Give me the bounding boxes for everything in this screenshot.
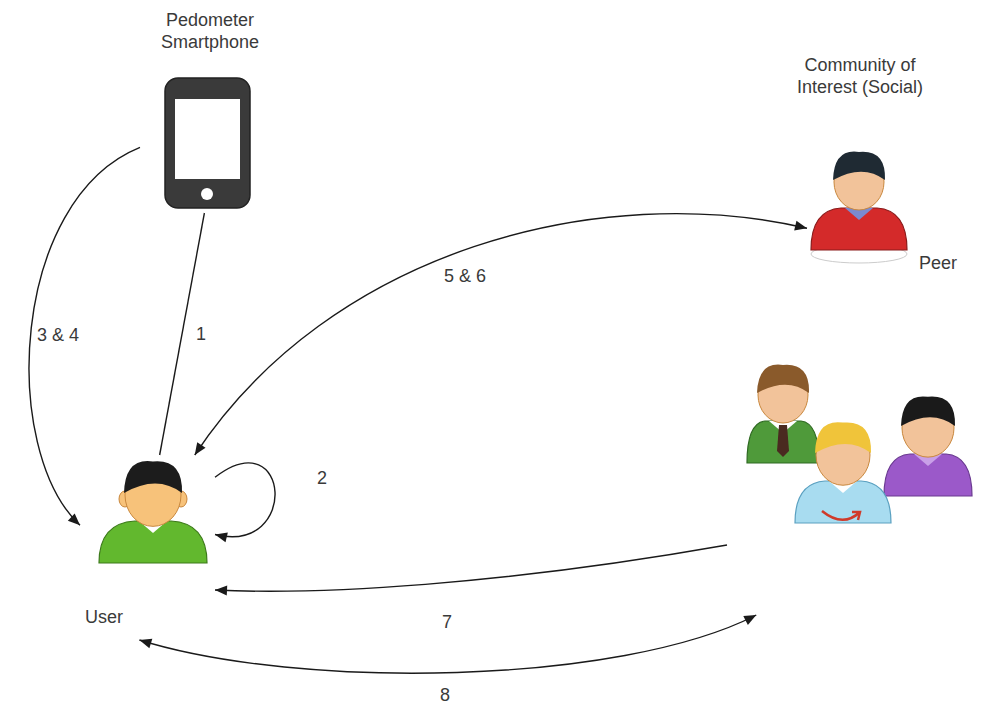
person-hair xyxy=(833,152,885,180)
person-hair xyxy=(757,365,809,393)
community-panel: Community of Interest (Social) Peer xyxy=(727,55,993,615)
arrow-head xyxy=(215,586,227,596)
person-hair xyxy=(815,422,871,453)
connector xyxy=(215,463,275,537)
person-hair xyxy=(901,396,955,426)
person-body xyxy=(99,521,207,563)
person-body xyxy=(795,481,891,523)
connector xyxy=(195,214,807,455)
node-label: Community of Interest (Social) xyxy=(773,55,948,98)
shirt-mark xyxy=(822,511,860,520)
arrow-head xyxy=(215,532,228,542)
device-node: Pedometer Smartphone xyxy=(140,8,280,213)
peer-node: Peer xyxy=(807,150,987,285)
connector xyxy=(215,545,727,591)
node-label: User xyxy=(85,607,123,629)
arrow-head xyxy=(743,615,756,625)
person-body xyxy=(747,421,819,463)
connector xyxy=(29,147,140,525)
arrow-head xyxy=(68,513,80,525)
person-icon xyxy=(795,422,891,523)
person-icon xyxy=(811,152,907,263)
node-illustration xyxy=(727,55,993,615)
person-icon xyxy=(99,461,207,563)
phone-screen xyxy=(175,99,240,179)
callout-number: 2 xyxy=(314,469,330,488)
person-icon xyxy=(747,365,819,463)
person-hair xyxy=(124,461,182,493)
arrow-head xyxy=(195,442,206,455)
phone-button xyxy=(201,188,213,200)
arrow-head xyxy=(139,639,152,649)
node-label: Pedometer Smartphone xyxy=(142,10,278,53)
person-body xyxy=(811,208,907,250)
callout-number: 8 xyxy=(437,686,453,705)
person-icon xyxy=(884,396,972,496)
phone-body xyxy=(165,78,250,208)
callout-number: 7 xyxy=(439,613,455,632)
callout-number: 5 & 6 xyxy=(441,267,489,286)
arrow-head xyxy=(794,221,807,231)
node-label: Peer xyxy=(919,253,957,275)
node-illustration xyxy=(807,150,987,285)
user-node: User xyxy=(80,455,215,640)
callout-number: 3 & 4 xyxy=(34,326,82,345)
person-body xyxy=(884,454,972,496)
callout-number: 1 xyxy=(193,325,209,344)
illustration-part xyxy=(777,425,789,457)
